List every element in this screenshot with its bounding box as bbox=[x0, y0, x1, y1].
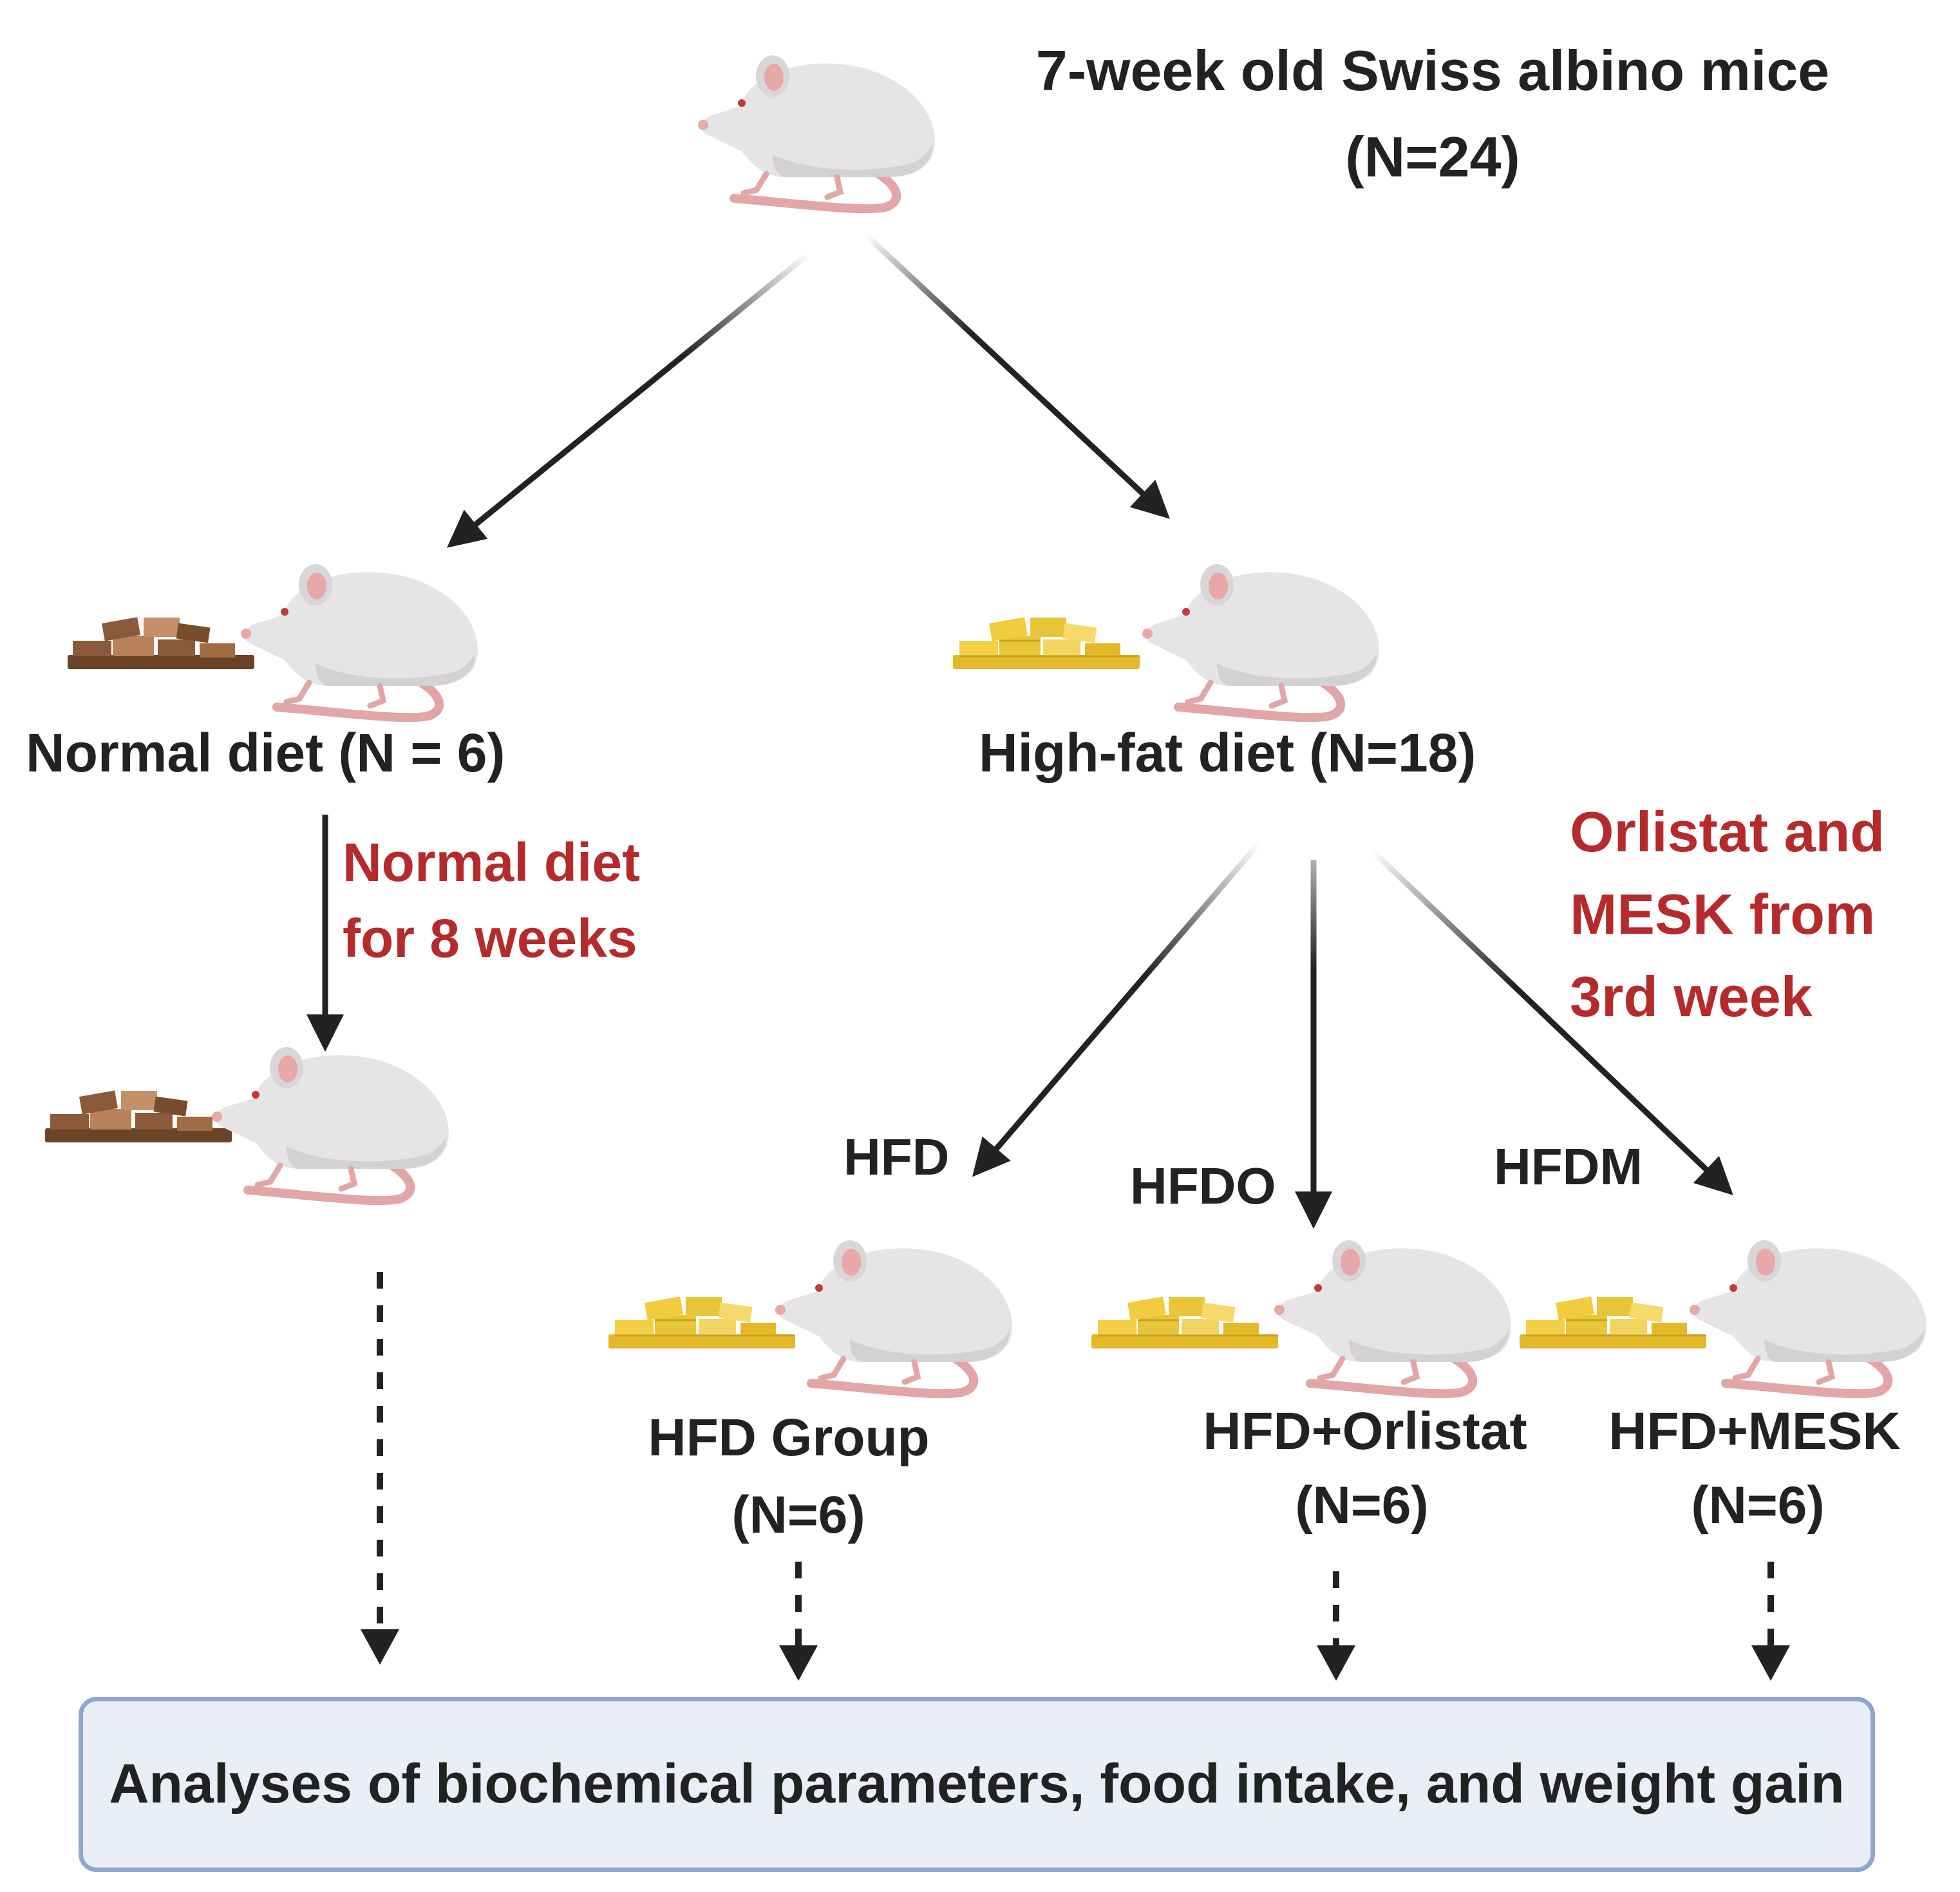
hfdo-chow-icon bbox=[1090, 1295, 1279, 1350]
mouse-icon-normal-end bbox=[212, 1047, 449, 1200]
hfdo-code-label: HFDO bbox=[1130, 1157, 1276, 1215]
drug-treatment-line-3: 3rd week bbox=[1570, 965, 1813, 1028]
mouse-icon-hfdm bbox=[1690, 1240, 1927, 1394]
title-line-2: (N=24) bbox=[1345, 125, 1520, 189]
normal-chow-icon bbox=[68, 617, 254, 669]
analysis-summary-text: Analyses of biochemical parameters, food… bbox=[109, 1753, 1845, 1815]
hfd-chow-icon bbox=[607, 1295, 796, 1350]
normal-diet-label: Normal diet (N = 6) bbox=[26, 723, 505, 783]
arrow-to-hfdm bbox=[1369, 847, 1733, 1196]
mouse-icon-start bbox=[698, 55, 935, 209]
hfdo-group-label: HFD+Orlistat bbox=[1203, 1402, 1527, 1461]
mouse-icon-hfdo bbox=[1274, 1240, 1511, 1394]
hfdo-group-count: (N=6) bbox=[1295, 1476, 1429, 1535]
title-line-1: 7-week old Swiss albino mice bbox=[1035, 39, 1830, 102]
mouse-icon-hfd bbox=[775, 1240, 1012, 1394]
high-fat-chow-icon bbox=[952, 616, 1141, 670]
mouse-icon-normal bbox=[241, 564, 478, 717]
analysis-summary-box: Analyses of biochemical parameters, food… bbox=[79, 1697, 1875, 1872]
hfdm-code-label: HFDM bbox=[1494, 1138, 1643, 1195]
hfd-code-label: HFD bbox=[843, 1128, 950, 1186]
high-fat-diet-label: High-fat diet (N=18) bbox=[979, 723, 1476, 783]
normal-treatment-line-1: Normal diet bbox=[343, 832, 641, 893]
hfd-group-label: HFD Group bbox=[648, 1408, 930, 1467]
mouse-icon-high-fat bbox=[1142, 564, 1379, 717]
arrow-to-hfd bbox=[972, 842, 1261, 1177]
arrow-to-high-fat-diet bbox=[863, 232, 1170, 519]
normal-treatment-line-2: for 8 weeks bbox=[343, 908, 637, 969]
drug-treatment-line-2: MESK from bbox=[1570, 882, 1876, 946]
drug-treatment-line-1: Orlistat and bbox=[1570, 800, 1885, 864]
arrow-to-normal-diet bbox=[446, 252, 810, 548]
normal-chow-icon-end bbox=[45, 1090, 232, 1142]
hfd-group-count: (N=6) bbox=[731, 1486, 865, 1544]
hfdm-group-label: HFD+MESK bbox=[1608, 1402, 1901, 1461]
hfdm-chow-icon bbox=[1518, 1295, 1708, 1350]
hfdm-group-count: (N=6) bbox=[1691, 1476, 1825, 1535]
